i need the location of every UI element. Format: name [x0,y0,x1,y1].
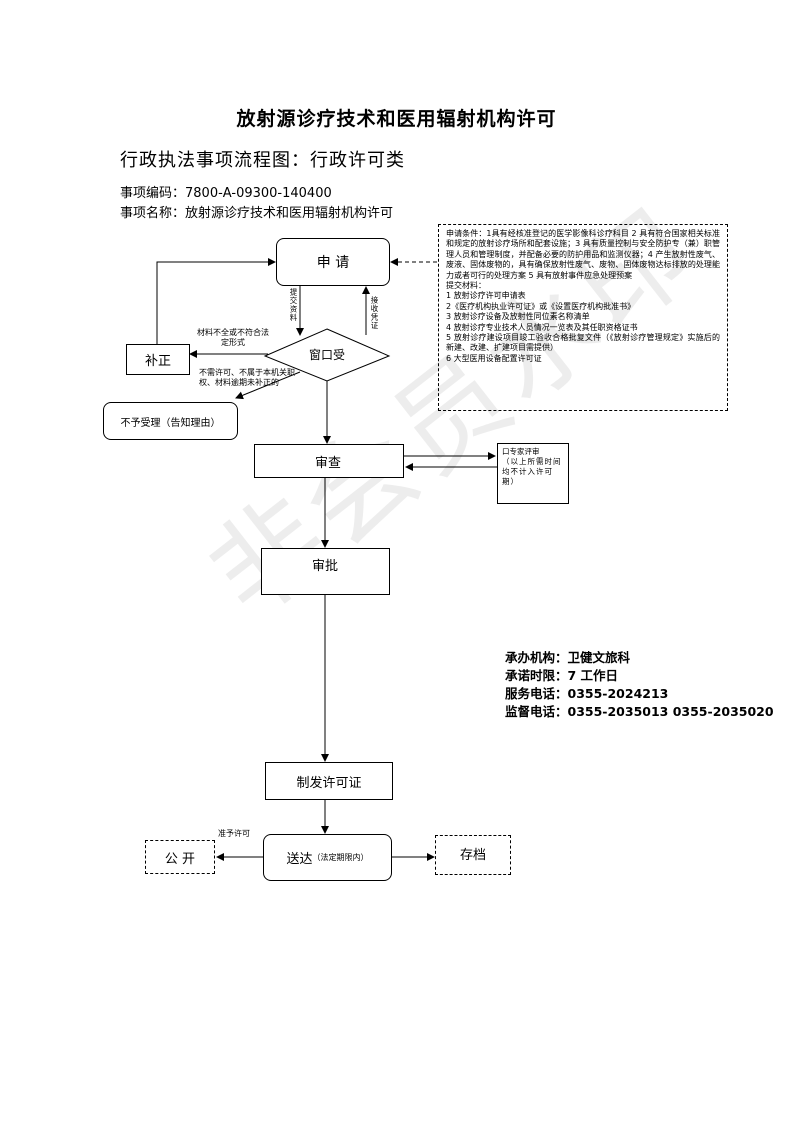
node-supplement: 补正 [126,344,190,375]
expert-note: （以上所需时间均不计入许可期） [502,457,562,486]
page-subtitle: 行政执法事项流程图：行政许可类 [120,150,405,171]
conditions-line: 6 大型医用设备配置许可证 [446,353,542,363]
node-review: 审查 [254,444,404,478]
conditions-line: 4 放射诊疗专业技术人员情况一览表及其任职资格证书 [446,322,638,332]
conditions-line: 5 放射诊疗建设项目竣工验收合格批复文件（《放射诊疗管理规定》实施后的新建、改建… [446,333,720,353]
conditions-line: 2《医疗机构执业许可证》或《设置医疗机构批准书》 [446,301,636,311]
node-issue: 制发许可证 [265,762,393,800]
edge-to-reject [235,371,301,400]
conditions-line: 申请条件：1具有经核准登记的医学影像科诊疗科目 2 具有符合国家相关标准和规定的… [446,229,720,280]
item-name: 事项名称：放射源诊疗技术和医用辐射机构许可 [120,206,394,221]
expert-title: 口专家评审 [502,447,540,456]
node-expert-review: 口专家评审 （以上所需时间均不计入许可期） [497,443,569,504]
node-deliver: 送达（法定期限内） [263,834,392,881]
window-diamond [263,328,391,382]
label-not-permit: 不需许可、不属于本机关职权、材料逾期未补正的 [199,368,295,387]
node-publish: 公 开 [145,840,215,874]
info-supervise-phone: 监督电话：0355-2035013 0355-2035020 [505,704,774,719]
label-receive: 接收凭证 [370,296,379,330]
page-title: 放射源诊疗技术和医用辐射机构许可 [236,108,557,130]
deliver-note: （法定期限内） [312,853,369,862]
label-submit: 提交资料 [289,288,298,322]
info-time-limit: 承诺时限：7 工作日 [505,668,619,683]
node-reject: 不予受理（告知理由） [103,402,238,440]
conditions-line: 提交材料： [446,281,486,291]
label-grant: 准予许可 [218,829,250,838]
conditions-line: 3 放射诊疗设备及放射性同位素名称清单 [446,312,590,322]
node-window: 窗口受 [308,348,345,362]
node-archive: 存档 [435,835,511,875]
node-approve: 审批 [261,548,390,595]
item-code: 事项编码：7800-A-09300-140400 [120,186,332,201]
node-apply: 申 请 [276,238,390,286]
deliver-label: 送达 [286,852,313,867]
info-service-phone: 服务电话：0355-2024213 [505,686,669,701]
conditions-line: 1 放射诊疗许可申请表 [446,291,526,301]
conditions-box: 申请条件：1具有经核准登记的医学影像科诊疗科目 2 具有符合国家相关标准和规定的… [438,224,728,411]
label-incomplete: 材料不全或不符合法定形式 [197,328,269,347]
info-org: 承办机构：卫健文旅科 [505,650,631,665]
edge-supplement-loop [156,258,276,344]
